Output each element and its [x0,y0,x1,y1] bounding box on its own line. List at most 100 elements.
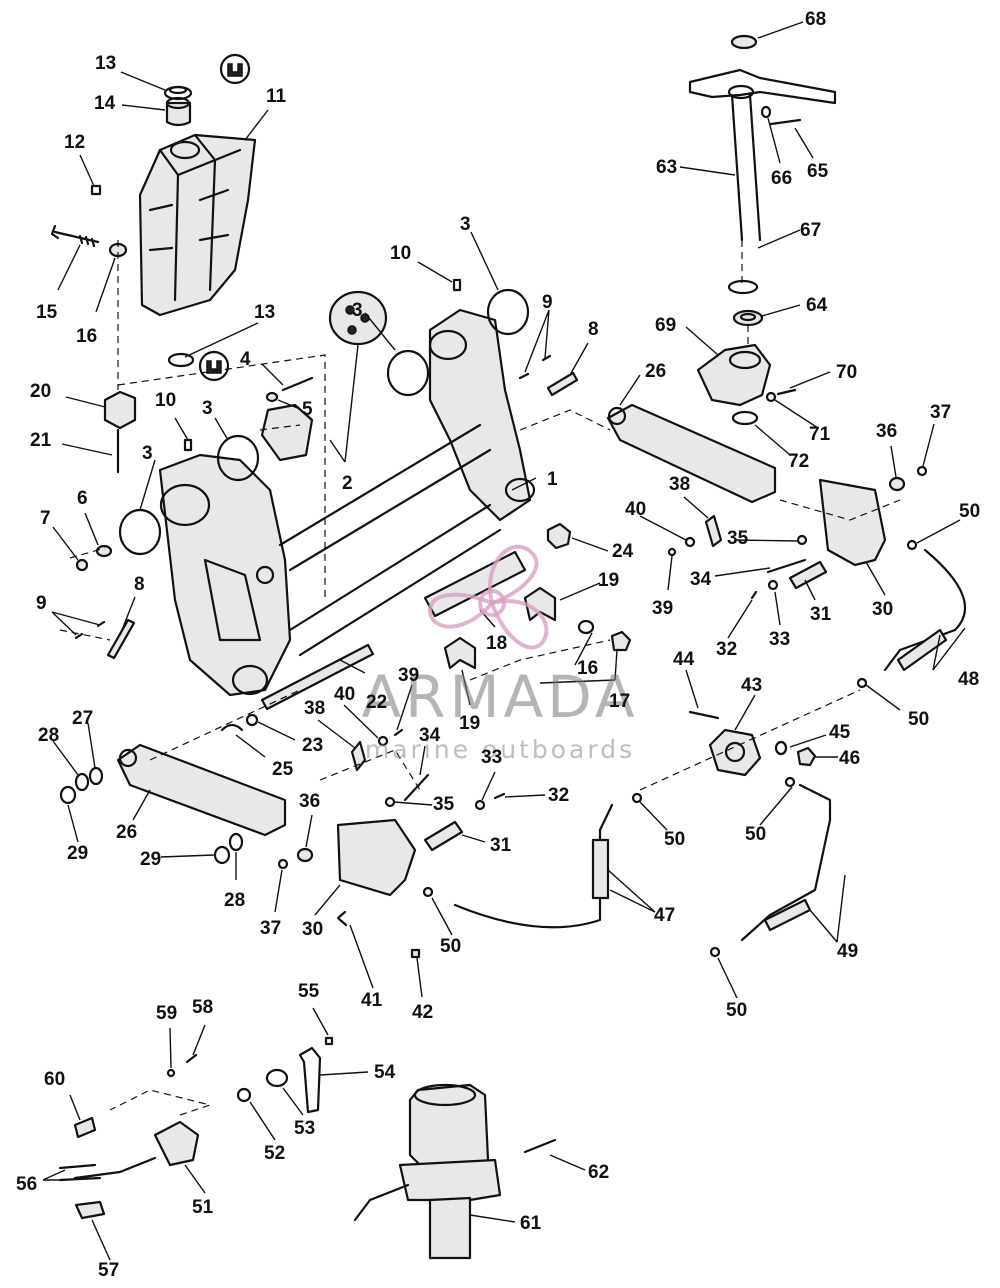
callout-label: 59 [156,1003,177,1024]
cylinder-part-26-left [116,743,287,837]
bushing-part-14 [165,96,192,127]
plate-part-38-left [350,740,367,772]
washer-part-23 [245,713,259,727]
callout-label: 43 [741,675,762,696]
callout-label: 13 [254,302,275,323]
propeller-logo [427,544,549,650]
callout-label: 30 [872,599,893,620]
callout-label: 45 [829,722,851,743]
bolt-part-34-right [766,558,807,574]
bolt-part-65 [769,118,802,126]
nut-part-37-right [916,465,928,477]
callout-label: 54 [374,1062,396,1083]
callout-label: 10 [155,390,176,411]
swivel-housing-part-69 [696,343,772,407]
washer-part-16-mid [577,619,595,635]
clip-part-9-right [518,354,552,380]
callout-label: 44 [673,649,695,670]
callout-label: 17 [609,691,630,712]
tube-part-18 [423,550,527,618]
ring-part-13-mid [167,352,195,368]
washer-part-40-left [377,735,389,747]
callout-label: 48 [958,669,979,690]
callout-label: 38 [304,698,325,719]
screw-part-55 [324,1036,334,1046]
cap-part-68 [730,34,758,50]
washer-part-35-left [384,796,396,808]
washer-part-36-left [296,847,314,863]
screw-part-62 [523,1138,557,1154]
callout-label: 66 [771,168,792,189]
callout-label: 26 [116,822,137,843]
watermark-title: ARMADA [361,663,638,731]
swivel-bracket-part-1 [158,308,536,697]
callout-label: 30 [302,919,323,940]
hose-part-47 [453,803,614,929]
callout-label: 15 [36,302,58,323]
cylinder-part-26-right [606,403,777,504]
callout-label: 12 [64,132,85,153]
washer-part-33-right [767,579,779,591]
clip-part-25 [220,723,244,732]
callout-label: 1 [547,469,558,490]
callout-label: 22 [366,692,387,713]
lubricant-icon-mid [198,350,230,382]
bolt-part-15 [50,224,100,248]
screw-part-12 [90,184,102,196]
nut-part-46 [796,746,817,767]
hose-part-48 [883,548,967,672]
callout-label: 41 [361,990,383,1011]
callout-label: 29 [67,843,88,864]
callout-label: 32 [548,785,569,806]
bolt-part-34-left [403,773,430,802]
callout-label: 9 [36,593,47,614]
pump-motor-part-61 [353,1083,502,1260]
washer-part-5 [265,391,279,403]
callout-label: 52 [264,1143,285,1164]
callout-label: 50 [664,829,685,850]
lubricant-icon-top [219,53,251,85]
callout-label: 33 [769,629,790,650]
washer-part-66 [760,105,772,119]
callout-label: 36 [299,791,320,812]
callout-label: 10 [390,243,411,264]
callout-label: 63 [656,157,677,178]
callout-label: 37 [930,402,951,423]
callout-label: 42 [412,1002,433,1023]
callout-label: 39 [398,665,419,686]
block-part-20 [103,390,137,430]
callout-label: 36 [876,421,897,442]
callout-label: 16 [76,326,97,347]
callout-label: 4 [240,349,251,370]
callout-label: 69 [655,315,676,336]
clamp-part-19-right [523,586,557,622]
callout-label: 2 [342,473,353,494]
callout-label: 50 [726,1000,747,1021]
bolt-part-4 [281,376,314,392]
seal-part-64 [732,309,764,327]
callout-label: 67 [800,220,821,241]
bushing-part-27 [88,766,104,786]
bushing-part-3-a [486,288,530,336]
callout-label: 35 [433,794,455,815]
watermark: ARMADA marine outboards [361,544,638,764]
callout-label: 3 [352,300,363,321]
callout-label: 11 [266,86,287,107]
callout-label: 16 [577,658,598,679]
spacer-part-60 [73,1116,97,1139]
callout-label: 70 [836,362,857,383]
seal-part-45 [774,740,788,756]
callout-label: 28 [224,890,245,911]
callout-label: 40 [625,499,646,520]
screw-part-42 [410,948,421,959]
nut-part-17 [610,630,632,652]
clip-part-59 [166,1068,176,1078]
washer-part-35-right [796,534,808,546]
callout-label: 24 [612,541,634,562]
callout-label: 3 [460,214,471,235]
callout-label: 35 [727,528,749,549]
callout-label: 9 [542,292,553,313]
ring-part-72 [731,410,759,426]
washer-part-71 [765,391,777,403]
callout-label: 39 [652,598,673,619]
